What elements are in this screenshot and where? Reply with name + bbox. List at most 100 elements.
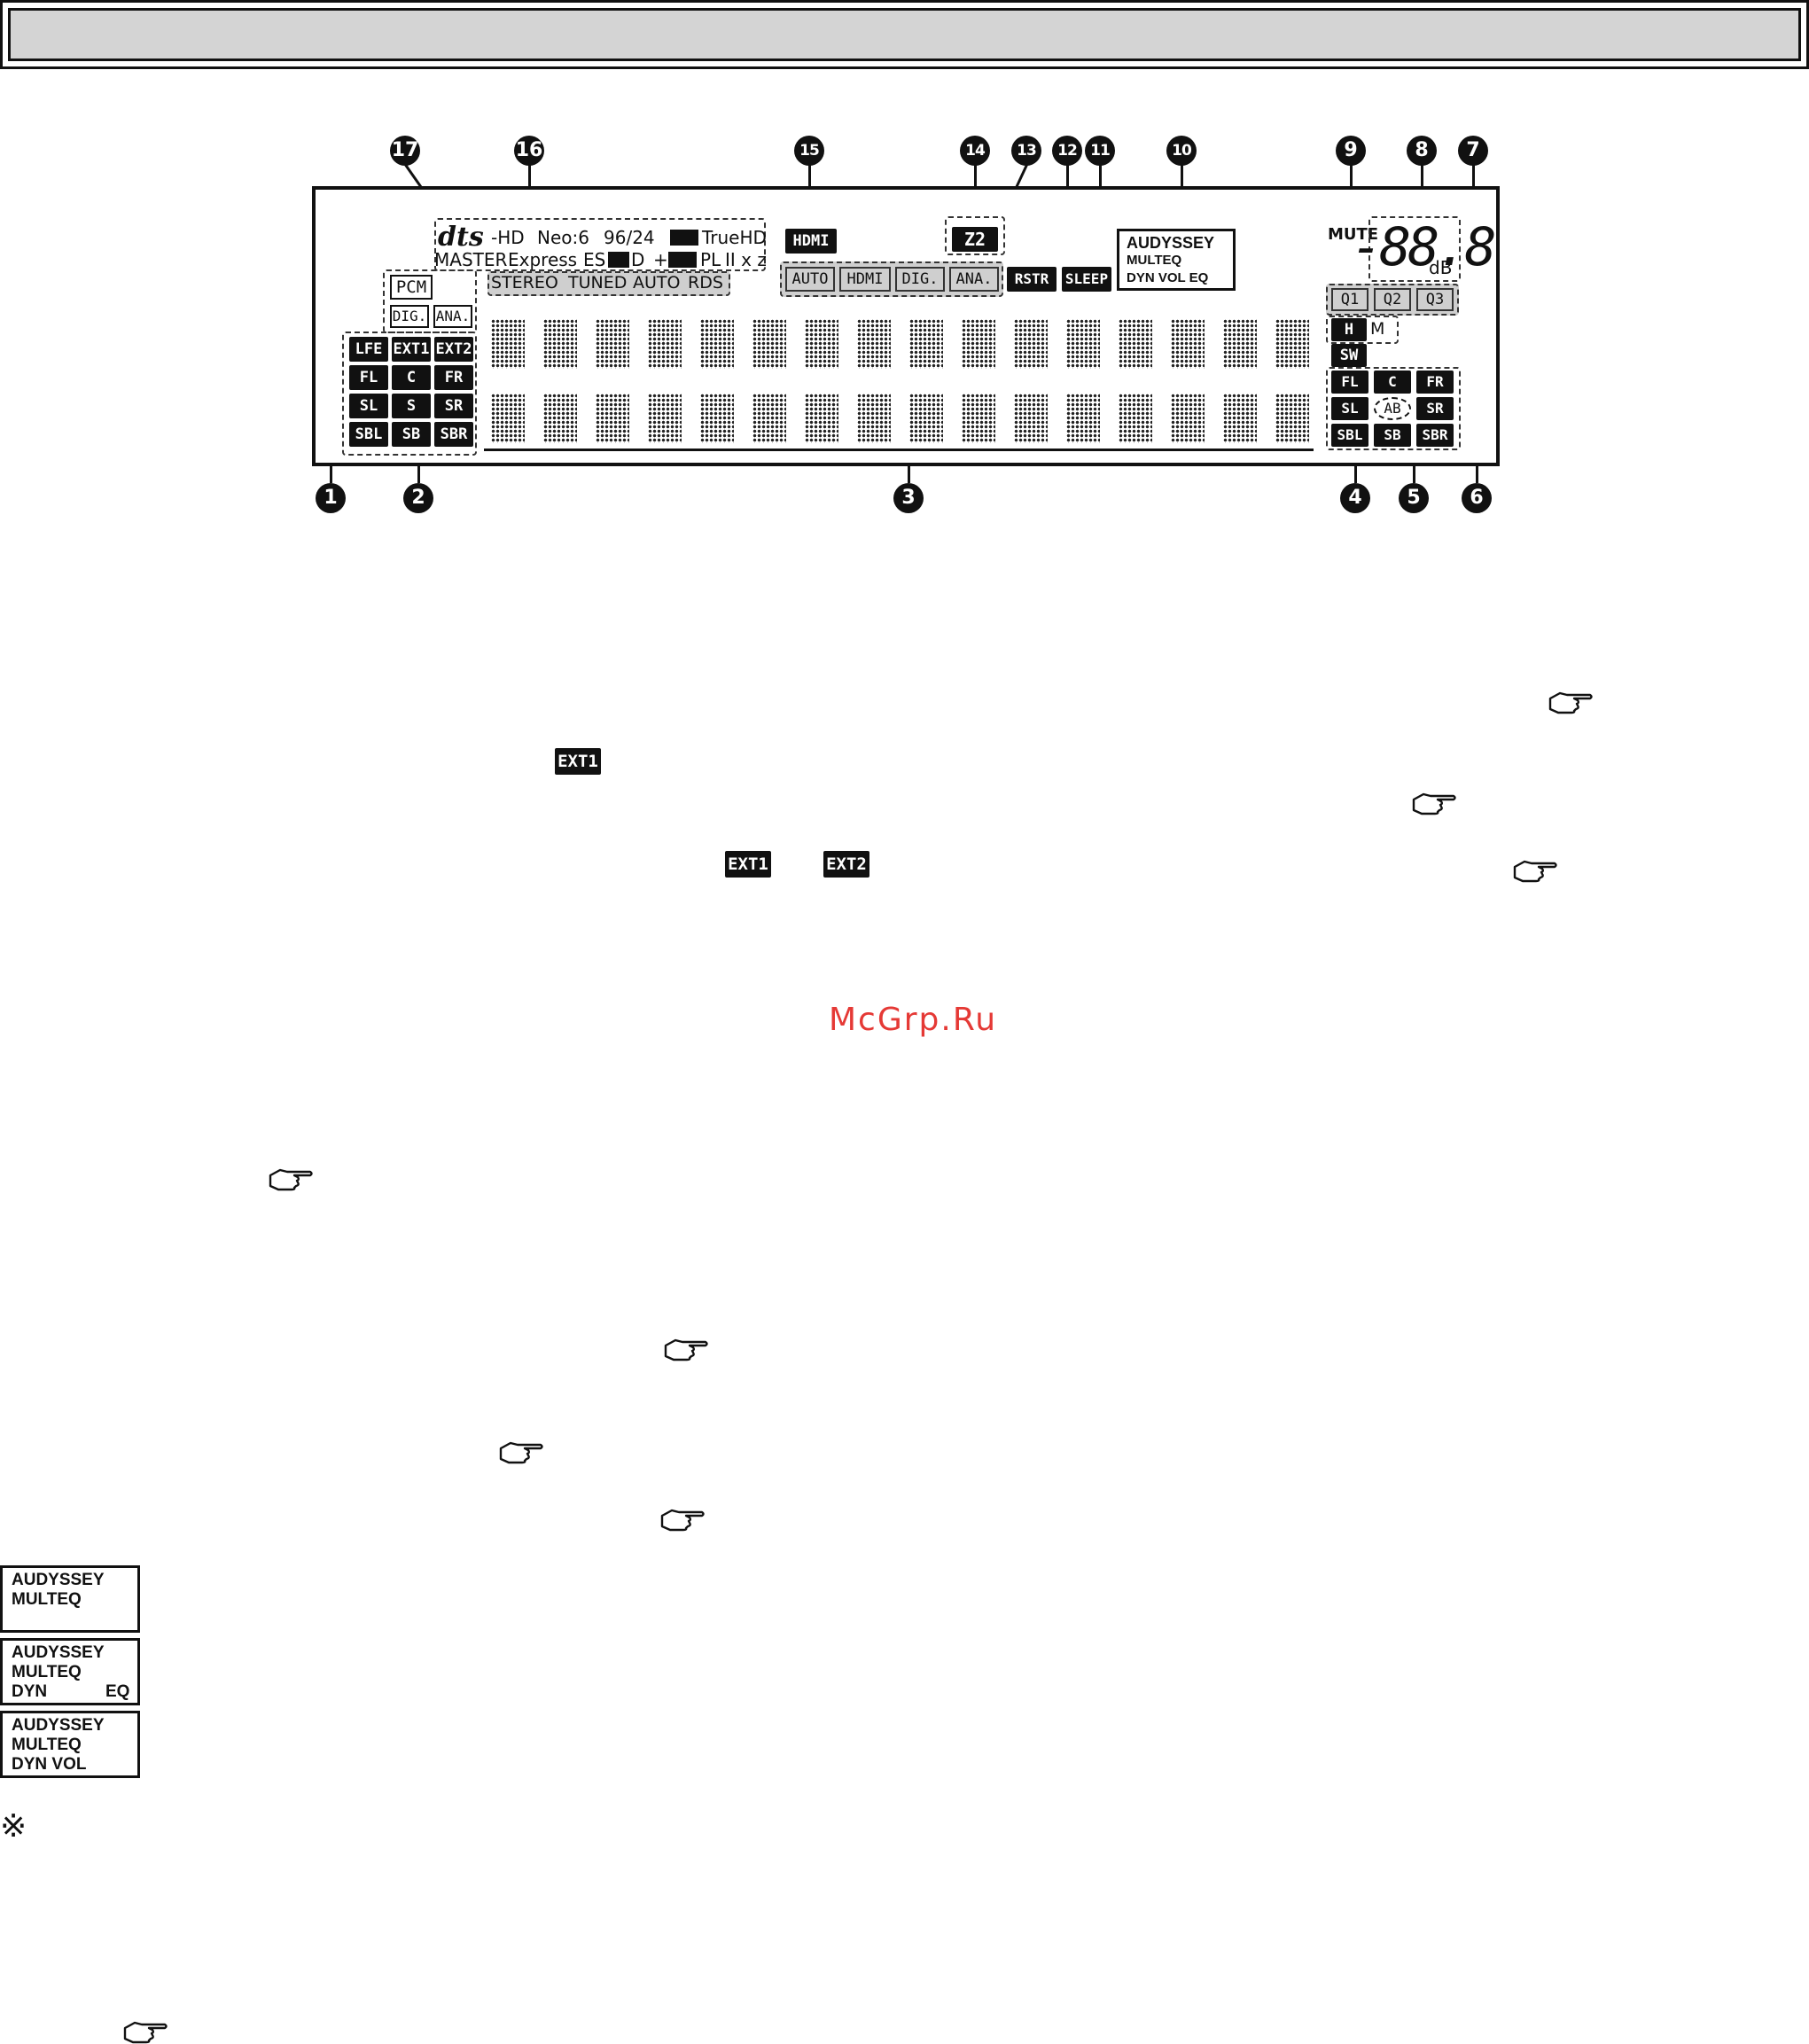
master-indicator: MASTER: [434, 249, 508, 270]
audyssey-line1: AUDYSSEY: [1127, 234, 1215, 252]
inline-ext2-tag: EXT2: [823, 851, 869, 878]
matrix-bracket: [484, 449, 1314, 451]
character-cell: [1014, 319, 1048, 369]
input-channel-sl: SL: [349, 394, 388, 418]
audyssey-example-2-line3b: EQ: [105, 1682, 130, 1701]
audyssey-indicator: AUDYSSEY MULTEQ DYN VOL EQ: [1117, 229, 1236, 291]
inline-ext1-tag-2: EXT1: [725, 851, 771, 878]
tuner-indicator-group: [487, 271, 730, 296]
leader-2: [417, 454, 420, 483]
input-channel-sbl: SBL: [349, 422, 388, 447]
rate-96-24-indicator: 96/24: [604, 227, 655, 248]
dts-hd-indicator: -HD: [491, 227, 525, 248]
pl-indicator: PL: [700, 249, 721, 270]
subwoofer-indicator: SW: [1331, 344, 1367, 367]
pl2-suffix-indicator: II x z: [725, 249, 767, 270]
dolby-double-d-icon: [670, 230, 698, 246]
auto-rds-indicator: AUTO: [633, 273, 681, 293]
output-channel-fr: FR: [1416, 371, 1454, 394]
character-cell: [596, 394, 629, 443]
input-channel-ext2: EXT2: [434, 337, 473, 362]
output-channel-indicator-group: [1326, 367, 1461, 450]
audyssey-example-2-line2: MULTEQ: [12, 1663, 82, 1681]
input-channel-sr: SR: [434, 394, 473, 418]
h-indicator: H: [1331, 318, 1367, 341]
pointing-hand-icon: [499, 1441, 543, 1464]
character-cell: [857, 394, 891, 443]
callout-13: 13: [1011, 136, 1041, 166]
character-cell: [1275, 319, 1309, 369]
callout-17: 17: [390, 136, 420, 166]
character-cell: [962, 394, 995, 443]
es-indicator: ES: [583, 249, 606, 270]
character-cell: [700, 319, 734, 369]
character-cell: [752, 319, 786, 369]
output-channel-sbr: SBR: [1416, 424, 1454, 447]
character-cell: [596, 319, 629, 369]
output-channel-sb: SB: [1374, 424, 1411, 447]
output-channel-ab-speaker-ab: AB: [1374, 397, 1411, 420]
input-ana-indicator: ANA.: [949, 267, 999, 292]
input-channel-indicator-group: [342, 332, 477, 456]
pointing-hand-icon: [664, 1338, 708, 1361]
dolby-d-indicator: D: [631, 249, 645, 270]
character-cell: [909, 394, 943, 443]
leader-4: [1354, 450, 1357, 483]
zone2-indicator-frame: [945, 216, 1005, 255]
character-cell: [491, 394, 525, 443]
output-channel-sbl: SBL: [1331, 424, 1368, 447]
callout-8: 8: [1407, 136, 1437, 166]
character-cell: [1223, 319, 1257, 369]
audyssey-line2: MULTEQ: [1127, 253, 1182, 268]
character-cell: [752, 394, 786, 443]
mute-indicator: MUTE: [1328, 225, 1379, 244]
pointing-hand-icon: [660, 1509, 705, 1532]
audyssey-line3: DYN VOL EQ: [1127, 270, 1209, 285]
audyssey-example-1-line2: MULTEQ: [12, 1590, 82, 1609]
audyssey-example-3-line1: AUDYSSEY: [12, 1716, 105, 1735]
callout-15: 15: [794, 136, 824, 166]
tuned-indicator: TUNED: [568, 273, 628, 293]
character-cell: [543, 394, 577, 443]
pointing-hand-icon: [1412, 792, 1456, 815]
input-channel-fr: FR: [434, 365, 473, 390]
pointing-hand-icon: [1548, 691, 1593, 714]
character-cell: [1171, 394, 1205, 443]
pcm-indicator: PCM: [390, 275, 433, 300]
input-channel-sbr: SBR: [434, 422, 473, 447]
audyssey-example-1-line1: AUDYSSEY: [12, 1571, 105, 1589]
dolby-digital-icon: [608, 252, 629, 268]
hdmi-badge: HDMI: [785, 229, 837, 254]
express-indicator: Express: [508, 249, 578, 270]
input-channel-fl: FL: [349, 365, 388, 390]
input-channel-s: S: [392, 394, 431, 418]
character-cell: [857, 319, 891, 369]
note-mark: ※: [0, 1808, 27, 1845]
rstr-indicator: RSTR: [1007, 267, 1057, 292]
callout-6: 6: [1462, 483, 1492, 513]
character-cell: [1014, 394, 1048, 443]
neo6-indicator: Neo:6: [537, 227, 589, 248]
volume-display-frame: [1368, 216, 1461, 282]
input-channel-sb: SB: [392, 422, 431, 447]
audyssey-example-2-line3a: DYN: [12, 1682, 48, 1701]
callout-4: 4: [1340, 483, 1370, 513]
character-cell: [962, 319, 995, 369]
character-cell: [805, 319, 838, 369]
leader-3: [908, 450, 910, 483]
quick-select-1-indicator: Q1: [1331, 288, 1368, 311]
input-channel-lfe: LFE: [349, 337, 388, 362]
character-cell: [491, 319, 525, 369]
output-channel-c: C: [1374, 371, 1411, 394]
callout-16: 16: [514, 136, 544, 166]
audyssey-example-1: AUDYSSEY MULTEQ: [0, 1565, 140, 1633]
truehd-indicator: TrueHD: [702, 227, 767, 248]
character-cell: [805, 394, 838, 443]
output-channel-sr: SR: [1416, 397, 1454, 420]
callout-3: 3: [893, 483, 924, 513]
zone2-indicator: Z2: [952, 227, 998, 252]
character-cell: [543, 319, 577, 369]
audyssey-example-2-line1: AUDYSSEY: [12, 1643, 105, 1662]
audyssey-example-2: AUDYSSEY MULTEQ DYN EQ: [0, 1638, 140, 1705]
db-unit-label: dB: [1429, 257, 1453, 278]
